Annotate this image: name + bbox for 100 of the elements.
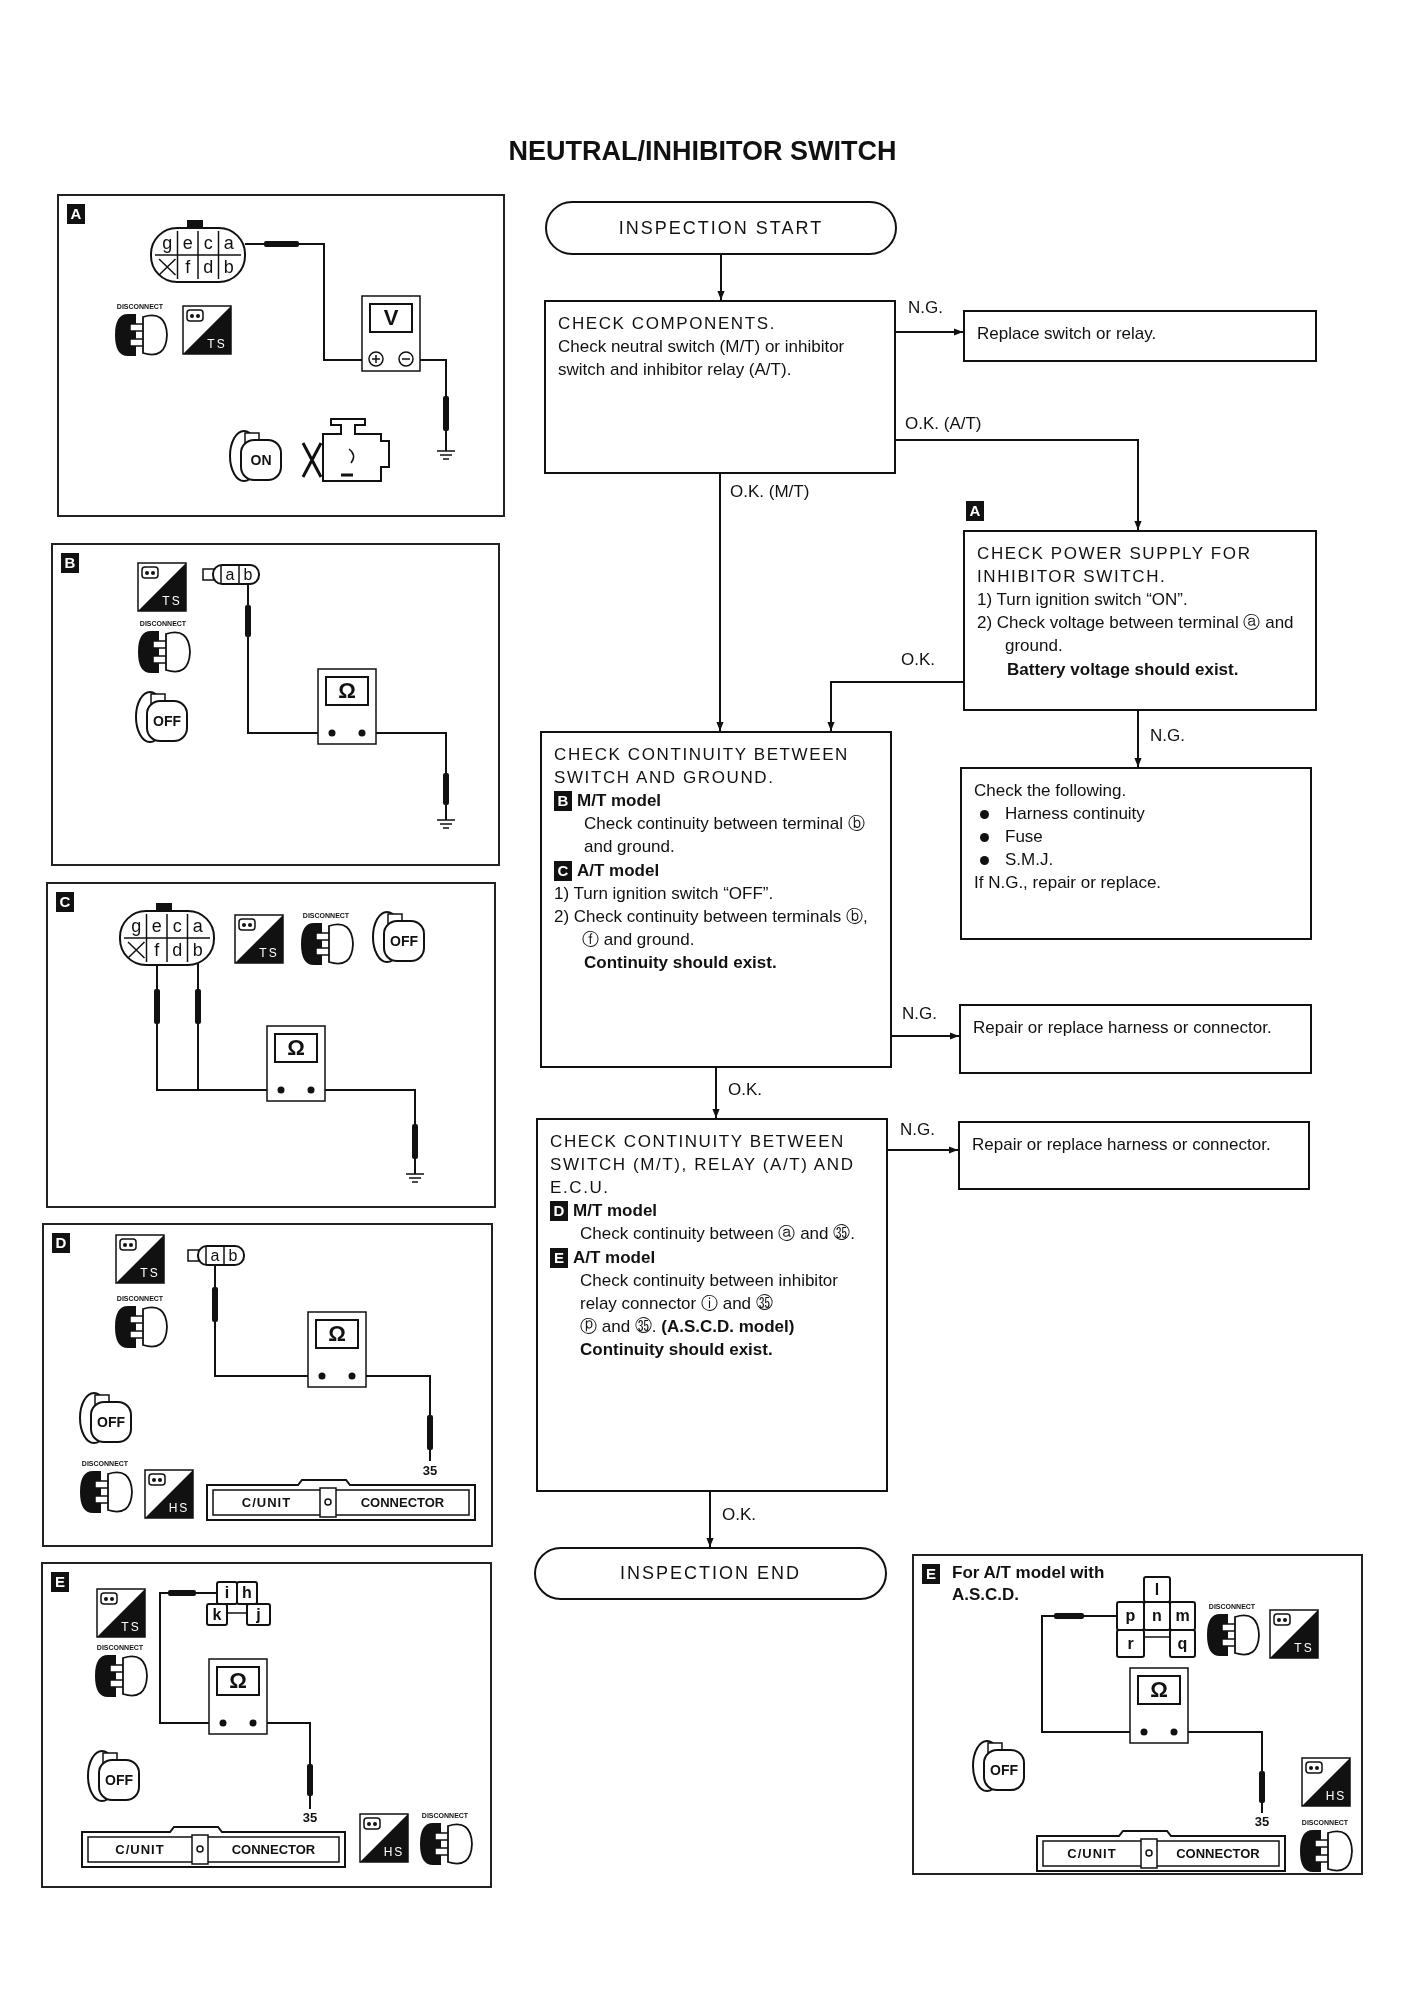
key-position-text: OFF <box>104 1771 134 1790</box>
panel-letter-badge: C <box>56 892 74 912</box>
pin-letter: m <box>1174 1606 1191 1626</box>
pin-letter: q <box>1176 1633 1189 1654</box>
panel-letter-badge: A <box>966 501 984 521</box>
terminal-box <box>545 201 897 255</box>
sign-text: TS <box>206 336 228 351</box>
pin-letter: r <box>1126 1633 1135 1654</box>
key-position-text: OFF <box>989 1761 1019 1780</box>
pin-letter: p <box>1124 1606 1137 1626</box>
pin-letter: k <box>211 1604 223 1625</box>
terminal-text: INSPECTION END <box>620 1563 801 1584</box>
process-box <box>963 310 1317 362</box>
sign-text: TS <box>120 1619 142 1634</box>
meter-symbol: Ω <box>337 678 357 704</box>
panel-letter-badge: D <box>550 1201 568 1222</box>
key-position-text: OFF <box>389 932 419 951</box>
step-heading: CHECK POWER SUPPLY FOR INHIBITOR SWITCH. <box>977 543 1253 589</box>
pin-letter: b <box>191 939 204 961</box>
pin-letter: g <box>161 232 174 254</box>
pin-letter: e <box>150 915 163 937</box>
pin-letter: a <box>222 232 235 254</box>
pin-letter: i <box>223 1583 231 1603</box>
step-text: Check continuity between terminal ⓑ and ground. <box>583 813 866 859</box>
process-box <box>544 300 896 474</box>
figure-panel <box>42 1223 493 1547</box>
pin-letter: c <box>202 232 214 254</box>
step-text: Repair or replace harness or connector. <box>973 1017 1273 1039</box>
pin-letter: f <box>153 939 161 961</box>
step-text: 2) Check continuity between terminals ⓑ, ⓕ and ground. <box>554 905 869 951</box>
step-text: Repair or replace harness or connector. <box>972 1134 1272 1156</box>
step-text: Check neutral switch (M/T) or inhibitor switch and inhibitor relay (A/T). <box>558 336 846 382</box>
figure-panel <box>46 882 496 1208</box>
panel-heading: For A/T model with A.S.C.D. <box>952 1562 1106 1607</box>
panel-letter-badge: E <box>51 1572 69 1592</box>
terminal-box <box>534 1547 887 1600</box>
terminal-text: INSPECTION START <box>618 217 824 239</box>
step-text: Check the following. <box>974 780 1128 802</box>
pin-letter: d <box>171 939 184 961</box>
process-box <box>958 1121 1310 1190</box>
step-text: 2) Check voltage between terminal ⓐ and ground. <box>977 612 1295 658</box>
model-heading: A/T model <box>573 1246 656 1269</box>
meter-symbol: Ω <box>286 1035 306 1061</box>
panel-letter-badge: D <box>52 1233 70 1253</box>
step-text: Check continuity between ⓐ and ㉟. <box>579 1223 856 1246</box>
meter-symbol: V <box>382 305 400 331</box>
list-item-text: Fuse <box>1005 827 1043 847</box>
process-box <box>963 530 1317 711</box>
meter-symbol: Ω <box>327 1321 347 1347</box>
step-result-text: Continuity should exist. <box>579 1339 774 1361</box>
panel-letter-badge: E <box>550 1247 568 1268</box>
flow-arrow <box>895 439 1142 531</box>
step-text: Replace switch or relay. <box>977 323 1158 345</box>
figure-panel <box>912 1554 1363 1875</box>
panel-letter-badge: B <box>554 791 572 812</box>
pin-number: 35 <box>421 1462 439 1478</box>
model-heading: A/T model <box>577 859 660 882</box>
process-box <box>959 1004 1312 1074</box>
pin-letter: g <box>130 915 143 937</box>
list-item-text: S.M.J. <box>1005 850 1054 870</box>
figure-panel <box>41 1562 492 1888</box>
step-text: 1) Turn ignition switch “ON”. <box>977 589 1189 612</box>
key-position-text: ON <box>249 451 273 470</box>
pin-letter: c <box>171 915 183 937</box>
pin-letter: n <box>1151 1606 1163 1626</box>
step-text: ⓟ and ㉟. (A.S.C.D. model) <box>579 1315 796 1338</box>
sign-text: HS <box>167 1500 191 1515</box>
step-text: 1) Turn ignition switch “OFF”. <box>554 882 775 905</box>
key-position-text: OFF <box>152 712 182 731</box>
pin-number: 35 <box>301 1809 319 1825</box>
pin-letter: j <box>255 1604 262 1625</box>
pin-letter: b <box>227 1247 239 1264</box>
list-item-text: Harness continuity <box>1005 804 1145 824</box>
figure-panel <box>57 194 505 517</box>
step-heading: CHECK COMPONENTS. <box>558 313 777 335</box>
connector-text: C/UNIT <box>1066 1845 1118 1863</box>
sign-text: TS <box>161 593 183 608</box>
step-text: If N.G., repair or replace. <box>974 872 1163 895</box>
sign-text: HS <box>382 1844 406 1859</box>
panel-letter-badge: A <box>67 204 85 224</box>
step-heading: CHECK CONTINUITY BETWEEN SWITCH AND GROUND. <box>554 744 850 790</box>
step-result-text: Continuity should exist. <box>583 952 778 974</box>
pin-letter: b <box>222 256 235 278</box>
panel-letter-badge: E <box>922 1564 940 1584</box>
flow-arrow <box>716 473 724 732</box>
process-box <box>536 1118 888 1492</box>
edge-label: O.K. (A/T) <box>903 414 984 434</box>
pin-letter: l <box>1153 1579 1161 1600</box>
sign-text: TS <box>1293 1640 1315 1655</box>
pin-letter: d <box>202 256 215 278</box>
flow-arrow <box>712 1067 720 1119</box>
diagram-title: NEUTRAL/INHIBITOR SWITCH <box>507 136 898 167</box>
process-box <box>540 731 892 1068</box>
model-heading: M/T model <box>573 1200 658 1223</box>
meter-symbol: Ω <box>228 1668 248 1694</box>
pin-letter: a <box>209 1247 221 1264</box>
connector-text: C/UNIT <box>240 1494 293 1512</box>
sign-text: HS <box>1324 1788 1348 1803</box>
pin-letter: b <box>242 566 254 583</box>
connector-text: C/UNIT <box>114 1841 166 1859</box>
